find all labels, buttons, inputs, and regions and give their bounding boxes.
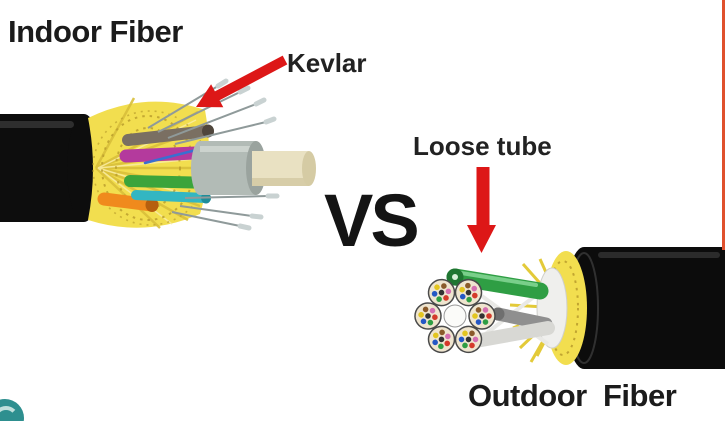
right-edge-strip xyxy=(722,0,725,250)
watermark-logo-swirl xyxy=(0,406,19,421)
watermark-logo xyxy=(0,399,24,421)
indoor-cable-illustration xyxy=(0,78,316,231)
outdoor-cable-illustration xyxy=(412,247,725,369)
indoor-central-member xyxy=(191,141,316,195)
indoor-fiber-title: Indoor Fiber xyxy=(8,14,183,49)
outdoor-fiber-title: Outdoor Fiber xyxy=(468,378,677,413)
kevlar-arrow-icon xyxy=(196,55,288,108)
kevlar-label: Kevlar xyxy=(287,48,367,78)
outdoor-fiber-bundles xyxy=(412,273,496,359)
vs-label: VS xyxy=(324,179,420,262)
loose-tube-label: Loose tube xyxy=(413,131,552,161)
loose-tube-arrow-icon xyxy=(467,167,496,253)
